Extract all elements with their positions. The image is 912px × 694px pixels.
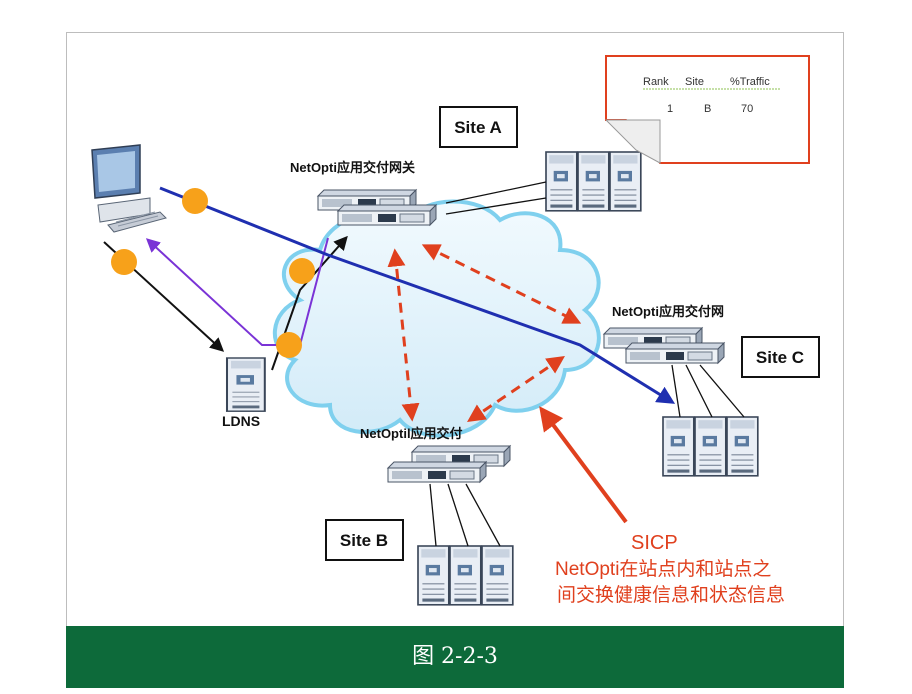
- site-b-box: Site B: [325, 519, 404, 561]
- sicp-pointer-arrow: [539, 406, 628, 524]
- site-a-box: Site A: [439, 106, 518, 148]
- table-header-site: Site: [685, 76, 704, 88]
- figure-caption: 图 2-2-3: [412, 644, 498, 669]
- sicp-exchange-arrows: [387, 244, 582, 423]
- ldns-label: LDNS: [222, 413, 260, 429]
- table-header-traffic: %Traffic: [730, 76, 770, 88]
- step-dot-2: [111, 249, 137, 275]
- site-a-label: Site A: [454, 118, 502, 137]
- network-diagram: LDNS: [91, 55, 820, 606]
- server-links: [429, 181, 745, 547]
- client-computer-icon: [91, 144, 167, 233]
- table-cell-traffic: 70: [741, 103, 753, 115]
- site-c-servers-icon: [662, 416, 759, 477]
- site-b-servers-icon: [417, 545, 514, 606]
- step-dot-4: [276, 332, 302, 358]
- cloud: [272, 199, 601, 438]
- gateway-bottom-label: NetOptil应用交付: [360, 426, 463, 441]
- gateway-top-label: NetOpti应用交付网关: [290, 160, 415, 175]
- site-a-servers-icon: [545, 151, 642, 212]
- ldns-server-icon: [225, 356, 266, 413]
- sicp-desc-line1: NetOpti在站点内和站点之: [555, 558, 771, 580]
- traffic-table-callout: Rank Site %Traffic 1 B 70: [604, 55, 810, 164]
- step-markers: [111, 188, 315, 358]
- table-header-rank: Rank: [643, 76, 669, 88]
- table-cell-rank: 1: [667, 103, 673, 115]
- sicp-desc-line2: 间交换健康信息和状态信息: [557, 584, 785, 606]
- gateway-right-label: NetOpti应用交付网: [612, 304, 724, 319]
- gateway-bottom-appliance-icon: [387, 445, 511, 483]
- caption-bar: 图 2-2-3: [66, 626, 844, 688]
- site-b-label: Site B: [340, 531, 388, 550]
- sicp-title: SICP: [631, 532, 678, 554]
- table-cell-site: B: [704, 103, 711, 115]
- gateway-top-appliance-icon: [317, 189, 437, 226]
- site-c-box: Site C: [741, 336, 820, 378]
- site-c-label: Site C: [756, 348, 804, 367]
- gateway-right-appliance-icon: [603, 327, 725, 364]
- step-dot-3: [289, 258, 315, 284]
- step-dot-1: [182, 188, 208, 214]
